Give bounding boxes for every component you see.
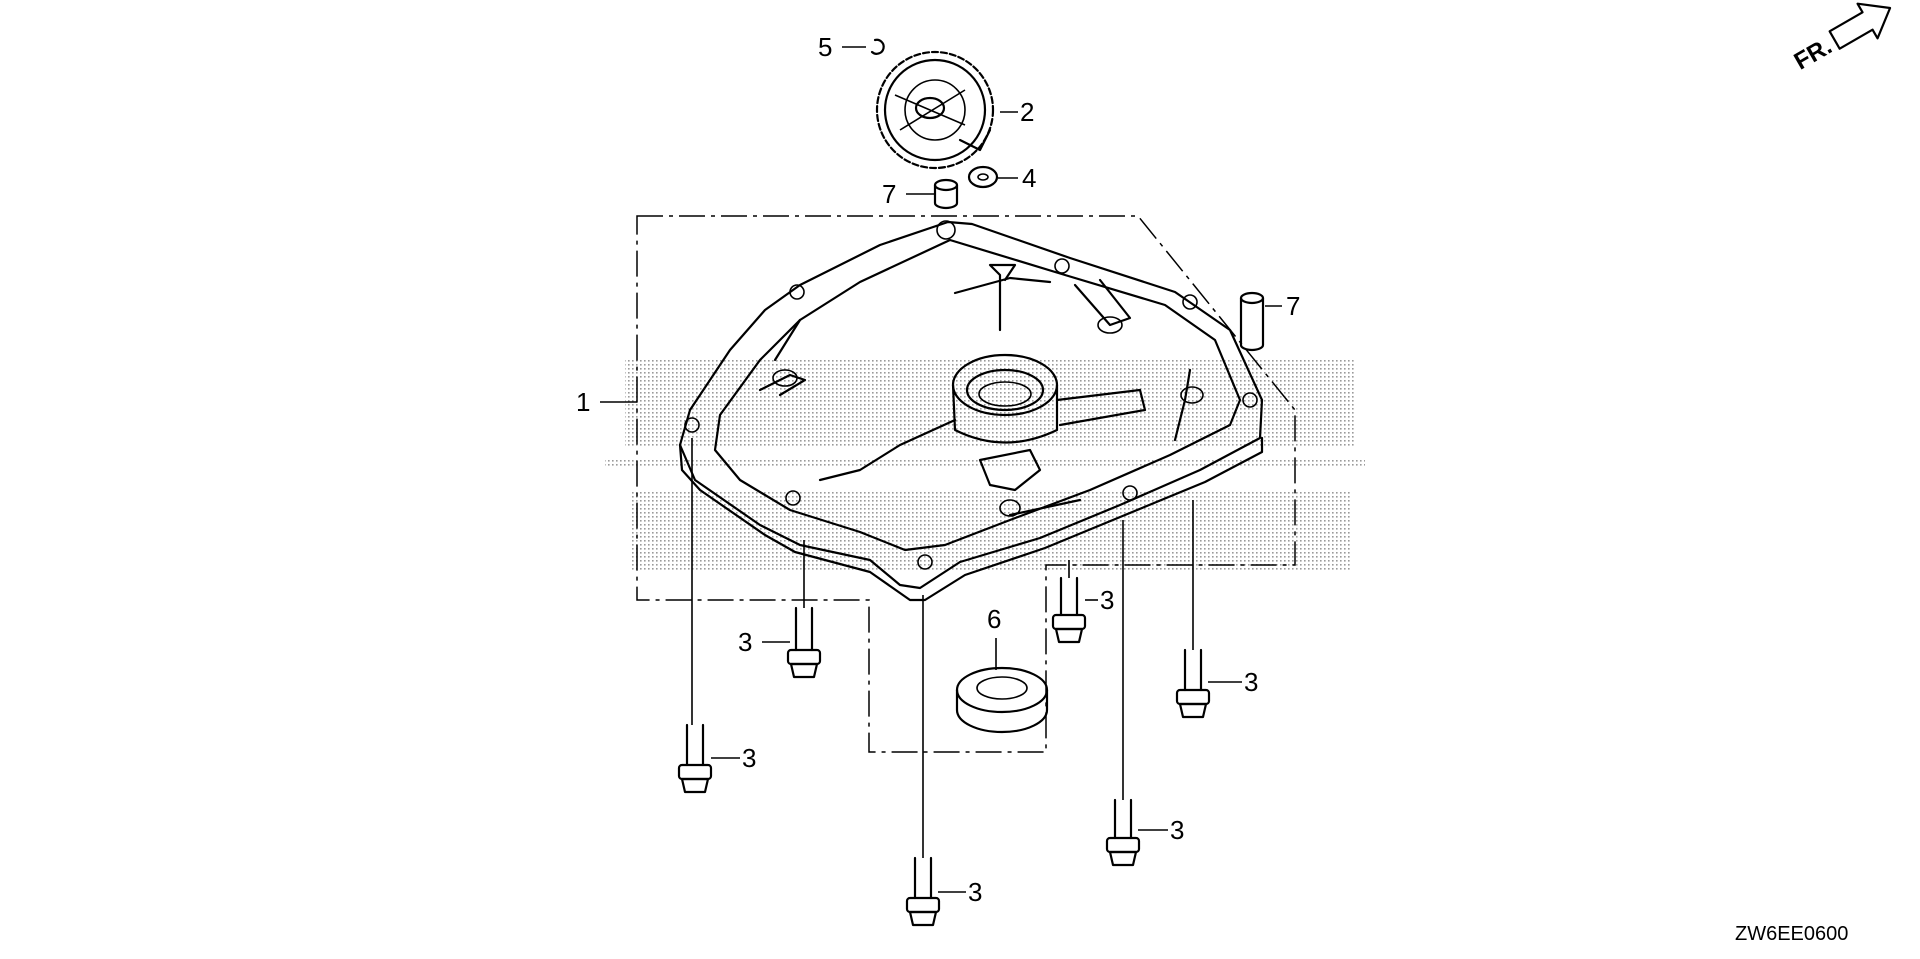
bolt-6 bbox=[1105, 798, 1141, 867]
callout-7-top: 7 bbox=[882, 179, 896, 209]
callout-3-d: 3 bbox=[1100, 585, 1114, 615]
oil-seal bbox=[955, 666, 1049, 734]
dowel-pin-top bbox=[933, 178, 959, 210]
bolt-4 bbox=[1051, 576, 1087, 644]
callout-3-a: 3 bbox=[738, 627, 752, 657]
bolt-axis-lines bbox=[691, 438, 1194, 858]
callout-2: 2 bbox=[1020, 97, 1034, 127]
callout-6: 6 bbox=[987, 604, 1001, 634]
circlip bbox=[870, 38, 885, 55]
watermark bbox=[605, 358, 1365, 570]
assembly-boundary bbox=[636, 215, 1296, 753]
arrow-icon bbox=[1828, 2, 1892, 50]
dowel-pin-right bbox=[1239, 291, 1265, 352]
washer bbox=[967, 165, 999, 189]
diagram-code: ZW6EE0600 bbox=[1735, 923, 1848, 945]
bolt-1 bbox=[786, 606, 822, 679]
gear bbox=[875, 50, 995, 170]
bolt-5 bbox=[1175, 648, 1211, 719]
bolt-2 bbox=[677, 723, 713, 794]
callout-3-e: 3 bbox=[1244, 667, 1258, 697]
callout-1: 1 bbox=[576, 387, 590, 417]
callout-5: 5 bbox=[818, 32, 832, 62]
crankcase-cover bbox=[678, 220, 1264, 602]
callout-7-right: 7 bbox=[1286, 291, 1300, 321]
front-label: FR. bbox=[1790, 33, 1837, 76]
callout-4: 4 bbox=[1022, 163, 1036, 193]
callouts: 5 2 7 4 7 1 6 3 3 3 3 3 3 bbox=[576, 32, 1300, 907]
front-direction-indicator: FR. bbox=[1790, 2, 1892, 76]
leader-lines bbox=[600, 46, 1282, 893]
callout-3-c: 3 bbox=[968, 877, 982, 907]
bolt-3 bbox=[905, 856, 941, 927]
callout-3-b: 3 bbox=[742, 743, 756, 773]
callout-3-f: 3 bbox=[1170, 815, 1184, 845]
